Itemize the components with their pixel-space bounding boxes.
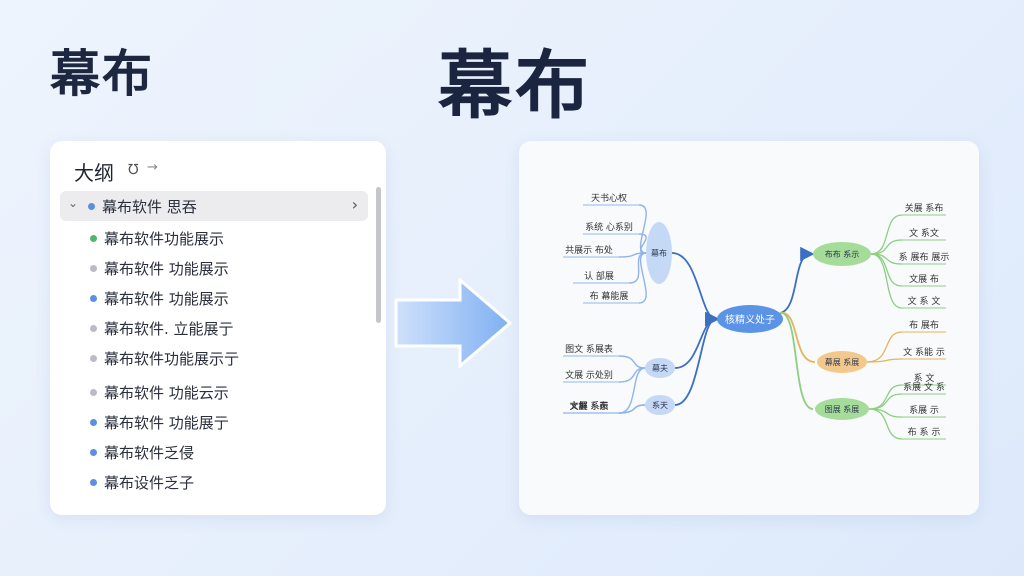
mindmap-leaf-label: 系展 文 系 (903, 381, 945, 393)
mindmap-branch-line (618, 404, 646, 414)
mindmap-leaf-label: 系展 示 (909, 405, 939, 416)
mindmap-leaf-label: 文解 系示 (570, 400, 609, 412)
outline-item[interactable]: 幕布软件 功能展示 (60, 283, 368, 313)
mindmap-node (817, 351, 867, 373)
scrollbar[interactable] (376, 187, 381, 323)
outline-item-label: 幕布软件功能展示亍 (104, 350, 240, 368)
outline-item[interactable]: 幕布软件 功能展亍 (60, 407, 368, 437)
mindmap-leaf-label: 布 展布 (909, 319, 939, 331)
brand-title-large: 幕布 (438, 43, 592, 129)
mindmap-node (645, 358, 675, 378)
mindmap-center-node (717, 305, 783, 333)
mindmap-node-label: 布布 系示 (825, 249, 860, 259)
outline-item-label: 幕布软件 功能展亍 (104, 414, 229, 432)
mindmap-leaf-label: 系 展布 展示 (899, 251, 950, 263)
bullet-dot-icon (90, 419, 97, 426)
mindmap-node-label: 系天 (652, 400, 668, 410)
mindmap-node-label: 幕布 (651, 248, 667, 258)
bullet-dot-icon (90, 479, 97, 486)
outline-item-label: 幕布软件. 立能展亍 (104, 320, 234, 338)
bullet-dot-icon (90, 389, 97, 396)
mindmap-leaf-label: 认 部展 (584, 270, 614, 282)
mindmap-connector (674, 311, 720, 369)
mindmap-node (646, 222, 672, 284)
mindmap-branch-line (870, 214, 903, 255)
bullet-dot-icon (90, 355, 97, 362)
mindmap-branch-line (870, 239, 903, 255)
mindmap-leaf-label: 大展 系天 (570, 400, 609, 412)
mindmap-leaf-label: 布 系 示 (908, 426, 941, 438)
outline-item[interactable]: 幕布软件 功能云示 (60, 377, 368, 407)
mindmap-branch-line (868, 384, 903, 410)
outline-item[interactable]: 幕布软件功能展示 (60, 223, 368, 253)
outline-item-label: 幕布软件 思吞 (102, 198, 197, 216)
outline-item-label: 幕布软件 功能展示 (104, 260, 229, 278)
outline-item[interactable]: ⌄ 幕布软件 思吞 › (60, 191, 368, 221)
mindmap-branch-line (868, 393, 903, 410)
bullet-dot-icon (90, 295, 97, 302)
expand-arrow-icon[interactable]: → (147, 160, 158, 175)
mindmap-node (813, 242, 871, 266)
mindmap-branch-line (866, 358, 903, 363)
mindmap-leaf-label: 系 文 (914, 372, 935, 384)
mindmap-leaf-label: 文 系 文 (908, 295, 941, 307)
mindmap-panel: 天书心权系统 心系别共展示 布处认 部展布 幕能展幕布图文 系展表文展 示处别文… (519, 141, 979, 515)
outline-item-label: 幕布软件功能展示 (104, 230, 225, 248)
mindmap-leaf-label: 文框 系布 (570, 400, 609, 412)
mindmap-connector (779, 312, 814, 410)
outline-item[interactable]: 幕布设件乏子 (60, 467, 368, 497)
mindmap-toggle-icon[interactable]: ℧ (128, 162, 139, 178)
outline-item[interactable]: 幕布软件. 立能展亍 (60, 313, 368, 343)
mindmap-branch-line (868, 408, 903, 440)
outline-item[interactable]: 幕布软件功能展示亍 (60, 343, 368, 373)
mindmap-connector (671, 252, 720, 327)
bullet-dot-icon (90, 265, 97, 272)
mindmap-node (645, 395, 675, 415)
transform-arrow-icon (394, 278, 513, 368)
mindmap-leaf-label: 布 幕能展 (590, 290, 629, 302)
mindmap-branch-line (866, 331, 903, 363)
bullet-dot-icon (90, 325, 97, 332)
mindmap-leaf-label: 文展 布 (909, 273, 939, 285)
bullet-dot-icon (88, 203, 95, 210)
outline-title: 大纲 (74, 161, 114, 185)
mindmap-leaf-label: 文展 示处别 (565, 369, 613, 381)
outline-item-label: 幕布软件 功能云示 (104, 384, 229, 402)
mindmap-leaf-label: 关展 系布 (905, 202, 944, 214)
mindmap-connector (674, 311, 720, 406)
mindmap-leaf-label: 系统 心系别 (585, 221, 633, 233)
mindmap-leaf-label: 文 系能 示 (903, 346, 945, 358)
mindmap-leaf-label: 图文 系展表 (565, 343, 613, 355)
mindmap-connector (779, 246, 815, 314)
mindmap-center-label: 核精义处子 (725, 313, 775, 326)
mindmap-node-label: 幕展 系展 (825, 357, 860, 367)
bullet-dot-icon (90, 235, 97, 242)
mindmap-branch-line (870, 253, 903, 309)
bullet-dot-icon (90, 449, 97, 456)
mindmap-branch-line (618, 367, 646, 414)
mindmap-branch-line (618, 355, 646, 369)
outline-item-label: 幕布软件乏侵 (104, 444, 195, 462)
chevron-right-icon[interactable]: › (351, 195, 358, 214)
mindmap-node (815, 398, 869, 420)
mindmap-connector (779, 312, 816, 363)
outline-item-label: 幕布设件乏子 (104, 474, 195, 492)
outline-item[interactable]: 幕布软件 功能展示 (60, 253, 368, 283)
mindmap-node-label: 幕夫 (652, 363, 668, 373)
mindmap-leaf-label: 天书心权 (591, 192, 627, 204)
mindmap-leaf-label: 共展示 布处 (565, 244, 613, 256)
collapse-chevron-icon[interactable]: ⌄ (68, 196, 79, 210)
mindmap-branch-line (638, 204, 647, 254)
outline-item-label: 幕布软件 功能展示 (104, 290, 229, 308)
mindmap-node-label: 图展 系展 (825, 404, 860, 414)
outline-item[interactable]: 幕布软件乏侵 (60, 437, 368, 467)
outline-panel: 大纲 ℧ → ⌄ 幕布软件 思吞 › 幕布软件功能展示幕布软件 功能展示幕布软件 功能… (50, 141, 386, 515)
mindmap-leaf-label: 文 系文 (909, 227, 939, 239)
mindmap-branch-line (638, 252, 647, 304)
brand-title-small: 幕布 (50, 45, 154, 103)
